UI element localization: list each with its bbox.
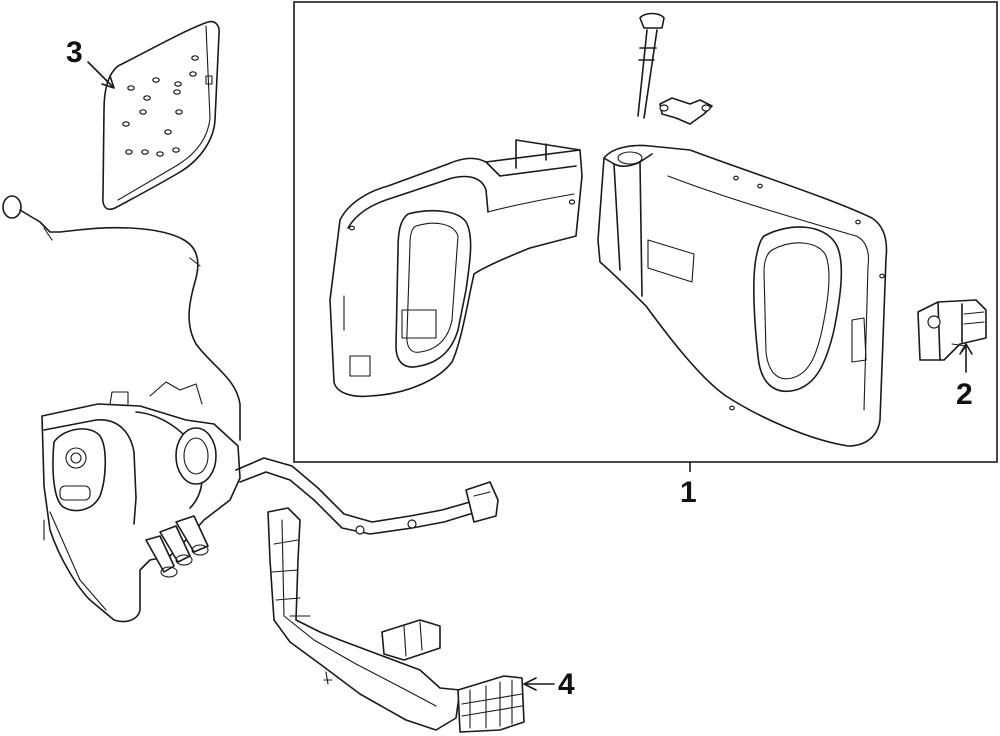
door-actuator-part xyxy=(917,299,987,361)
callout-4-arrow xyxy=(523,677,555,691)
charge-port-door xyxy=(597,144,888,447)
callout-2-label: 2 xyxy=(956,378,973,411)
callout-2-arrow xyxy=(959,343,973,373)
assembly-box xyxy=(293,1,998,463)
charge-port-housing xyxy=(329,139,583,398)
release-rod xyxy=(637,12,665,119)
callout-3-label: 3 xyxy=(66,36,83,69)
door-clip xyxy=(659,97,713,125)
callout-3-arrow xyxy=(87,61,115,89)
callout-4-label: 4 xyxy=(558,668,575,701)
shield-plate-part xyxy=(102,20,220,211)
charge-inlet-harness xyxy=(2,195,525,733)
callout-1-label: 1 xyxy=(680,476,697,509)
